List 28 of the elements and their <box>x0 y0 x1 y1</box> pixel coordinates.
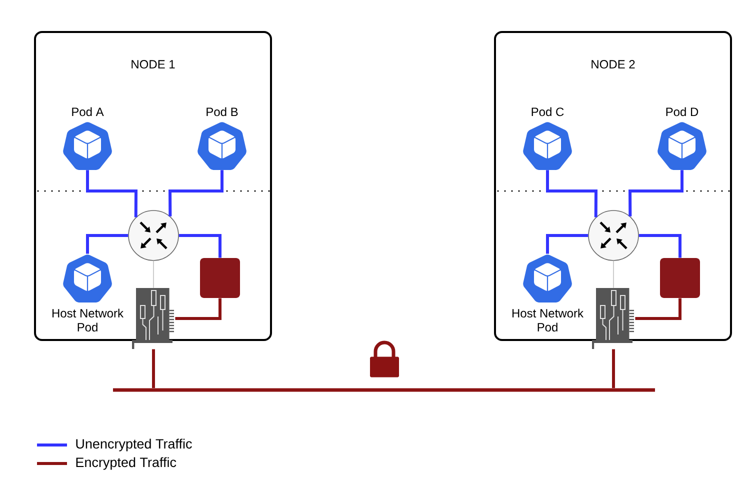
rounded-square <box>660 258 700 298</box>
connector-line <box>168 170 224 216</box>
connector-line <box>546 170 598 218</box>
pod-label: Pod D <box>666 107 698 116</box>
node-title: NODE 2 <box>592 60 635 69</box>
connector-line <box>612 349 615 388</box>
network-card <box>132 288 175 349</box>
connector-line <box>178 234 222 258</box>
network-card <box>592 288 635 349</box>
pod-label: Pod C <box>532 107 564 116</box>
rounded-square <box>200 258 240 298</box>
connector-line <box>546 234 588 254</box>
connector-line <box>638 234 682 258</box>
pod-label: Host Network Pod <box>52 308 124 332</box>
connector-line <box>153 260 154 288</box>
connector-line <box>613 260 614 288</box>
pod-label: Pod A <box>72 107 104 116</box>
pod-label: Host Network Pod <box>512 308 584 332</box>
connector-line <box>635 298 682 320</box>
pod-label: Pod B <box>206 107 238 116</box>
connector-line <box>628 170 684 216</box>
connector-line <box>175 298 222 320</box>
connector-line <box>86 234 128 254</box>
connector-line <box>152 349 155 388</box>
node-title: NODE 1 <box>132 60 175 69</box>
legend-label: Encrypted Traffic <box>76 457 176 470</box>
legend-label: Unencrypted Traffic <box>76 438 192 452</box>
connector-line <box>86 170 138 218</box>
